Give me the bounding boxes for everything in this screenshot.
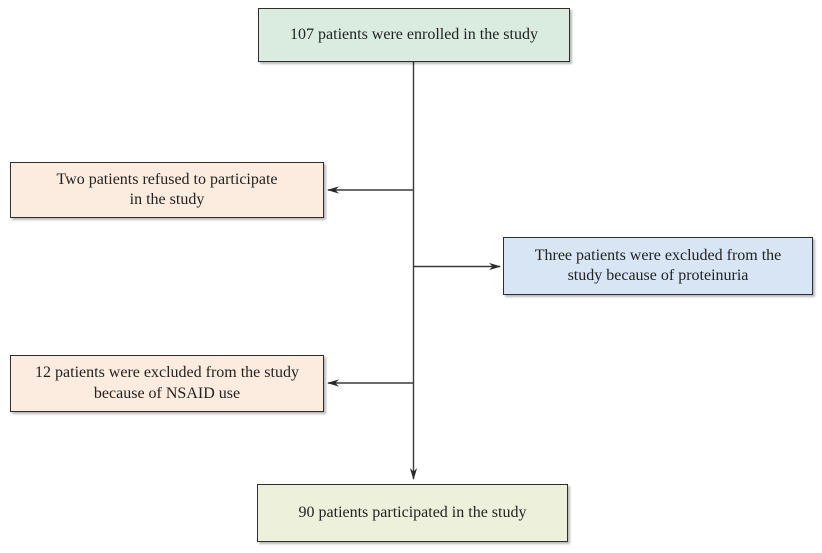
node-refused-label-line1: Two patients refused to participate [56,170,278,188]
node-refused: Two patients refused to participate in t… [10,162,324,218]
node-proteinuria-label-line2: study because of proteinuria [567,267,749,284]
node-proteinuria: Three patients were excluded from the st… [503,237,813,295]
node-participated: 90 patients participated in the study [257,484,568,542]
node-enrolled-label: 107 patients were enrolled in the study [290,25,538,43]
node-refused-label-line2: in the study [129,191,205,208]
node-nsaid: 12 patients were excluded from the study… [10,355,324,412]
node-participated-label: 90 patients participated in the study [298,503,527,521]
node-proteinuria-label-line1: Three patients were excluded from the [534,246,782,264]
node-nsaid-label-line2: because of NSAID use [93,384,241,402]
node-nsaid-label-line1: 12 patients were excluded from the study [35,364,299,382]
node-enrolled: 107 patients were enrolled in the study [258,8,570,62]
